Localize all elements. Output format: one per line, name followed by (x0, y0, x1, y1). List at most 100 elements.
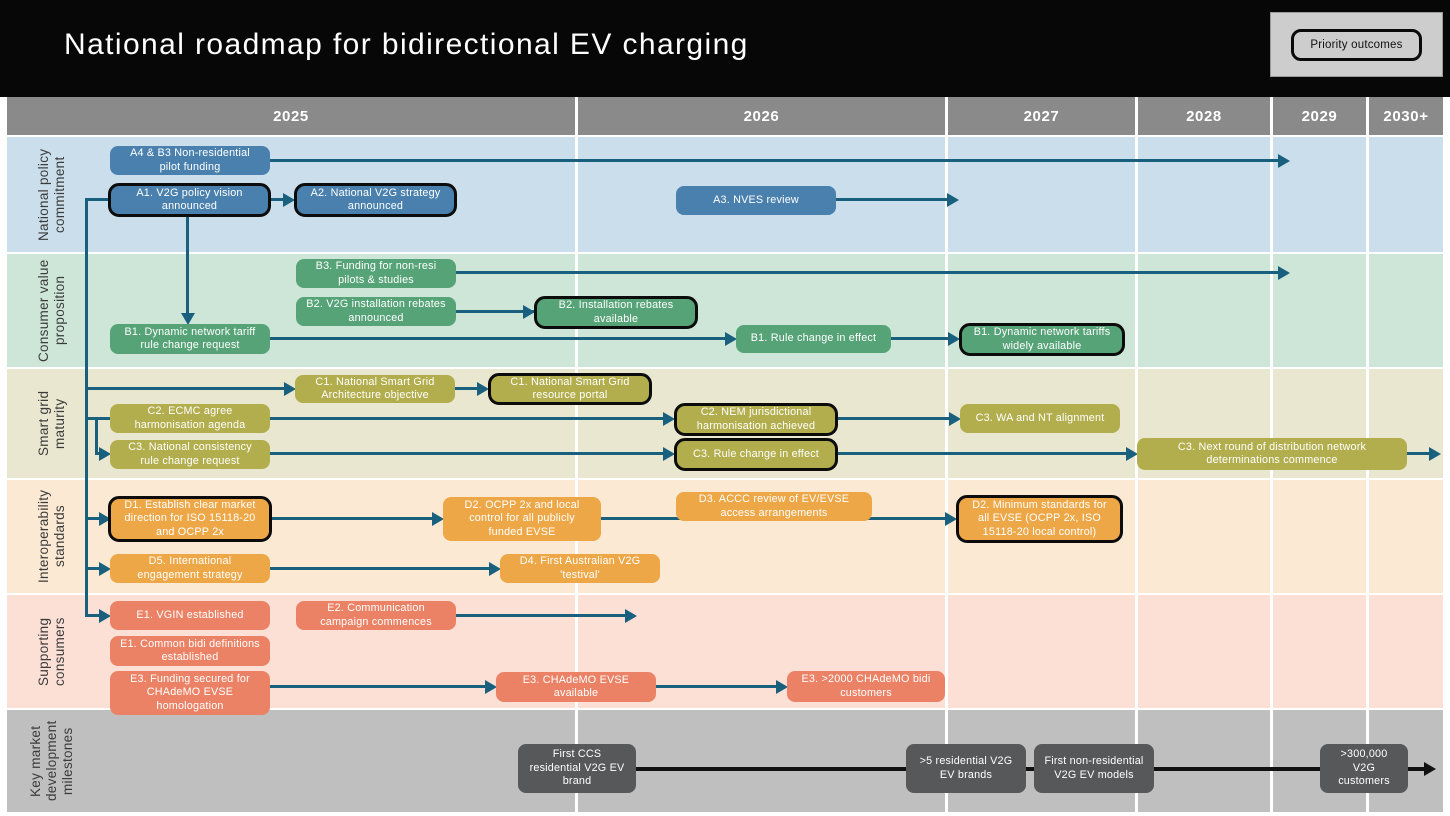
box-c2n-priority: C2. NEM jurisdictional harmonisation ach… (674, 403, 838, 436)
box-m3: First non-residential V2G EV models (1034, 744, 1154, 793)
box-a3: A3. NVES review (676, 186, 836, 215)
box-c3e-priority: C3. Rule change in effect (674, 438, 838, 471)
box-d2m-priority: D2. Minimum standards for all EVSE (OCPP… (956, 495, 1123, 543)
row-label-text: National policy commitment (36, 148, 67, 241)
year-header-2029: 2029 (1273, 97, 1366, 135)
connector-line (270, 567, 489, 570)
arrowhead-icon (432, 511, 444, 526)
box-b2a-priority: B2. Installation rebates available (534, 296, 698, 329)
row-band-market (7, 710, 1443, 812)
arrowhead-icon (99, 608, 111, 623)
box-d1-priority: D1. Establish clear market direction for… (108, 496, 272, 542)
connector-line (1407, 452, 1429, 455)
box-c2: C2. ECMC agree harmonisation agenda (110, 404, 270, 433)
arrowhead-icon (180, 313, 195, 325)
connector-line (656, 685, 776, 688)
connector-line (272, 517, 432, 520)
connector-line (456, 614, 625, 617)
connector-line (85, 567, 99, 570)
column-separator (1366, 137, 1369, 812)
arrowhead-icon (1278, 153, 1290, 168)
arrowhead-icon (1278, 265, 1290, 280)
box-d2: D2. OCPP 2x and local control for all pu… (443, 497, 601, 541)
row-label-text: Key market development milestones (28, 720, 75, 802)
connector-line (456, 271, 1278, 274)
box-e1: E1. VGIN established (110, 601, 270, 630)
row-label-consumer: Consumer value proposition (10, 254, 94, 367)
arrowhead-icon (284, 381, 296, 396)
box-e3c: E3. >2000 CHAdeMO bidi customers (787, 671, 945, 702)
box-d3: D3. ACCC review of EV/EVSE access arrang… (676, 492, 872, 521)
connector-line (271, 198, 283, 201)
row-label-market: Key market development milestones (10, 710, 94, 812)
arrowhead-icon (947, 192, 959, 207)
year-header-2028: 2028 (1138, 97, 1270, 135)
box-b1w-priority: B1. Dynamic network tariffs widely avail… (959, 323, 1125, 356)
page-title: National roadmap for bidirectional EV ch… (64, 28, 749, 61)
row-label-policy: National policy commitment (10, 137, 94, 252)
row-label-text: Supporting consumers (36, 617, 67, 686)
arrowhead-icon (945, 511, 957, 526)
arrowhead-icon (99, 446, 111, 461)
arrowhead-icon (949, 411, 961, 426)
column-separator (1270, 137, 1273, 812)
box-d5: D5. International engagement strategy (110, 554, 270, 583)
column-separator (945, 137, 948, 812)
box-d4: D4. First Australian V2G 'testival' (500, 554, 660, 583)
box-e3a: E3. CHAdeMO EVSE available (496, 672, 656, 702)
column-separator (1135, 137, 1138, 812)
year-header-2025: 2025 (7, 97, 575, 135)
connector-line (270, 337, 725, 340)
arrowhead-icon (663, 411, 675, 426)
connector-line (95, 417, 98, 455)
connector-line (270, 417, 663, 420)
year-header-2030plus: 2030+ (1369, 97, 1443, 135)
connector-line (270, 159, 1278, 162)
column-separator (575, 137, 578, 812)
connector-line (455, 387, 477, 390)
year-header-2027: 2027 (948, 97, 1135, 135)
box-c3wa: C3. WA and NT alignment (960, 404, 1120, 433)
box-m1: First CCS residential V2G EV brand (518, 744, 636, 793)
arrowhead-icon (1424, 762, 1436, 776)
connector-line (85, 517, 99, 520)
connector-line (836, 198, 947, 201)
box-b1e: B1. Rule change in effect (736, 325, 891, 353)
box-e1c: E1. Common bidi definitions established (110, 636, 270, 666)
connector-line (95, 452, 99, 455)
row-label-grid: Smart grid maturity (10, 369, 94, 478)
connector-line (456, 310, 534, 313)
arrowhead-icon (523, 304, 535, 319)
connector-line (838, 417, 949, 420)
arrowhead-icon (948, 331, 960, 346)
box-e3: E3. Funding secured for CHAdeMO EVSE hom… (110, 671, 270, 715)
row-label-text: Consumer value proposition (36, 259, 67, 362)
arrowhead-icon (283, 192, 295, 207)
box-m2: >5 residential V2G EV brands (906, 744, 1026, 793)
row-label-text: Interoperability standards (36, 489, 67, 584)
connector-line (85, 198, 88, 617)
arrowhead-icon (1429, 446, 1441, 461)
box-c1p-priority: C1. National Smart Grid resource portal (488, 373, 652, 405)
box-m4: >300,000 V2G customers (1320, 744, 1408, 793)
box-c3: C3. National consistency rule change req… (110, 440, 270, 469)
connector-line (636, 767, 1424, 771)
box-e2: E2. Communication campaign commences (296, 601, 456, 630)
connector-line (270, 452, 663, 455)
year-header-2026: 2026 (578, 97, 945, 135)
connector-line (85, 387, 284, 390)
arrowhead-icon (725, 331, 737, 346)
box-a2-priority: A2. National V2G strategy announced (294, 183, 457, 217)
box-a4b3: A4 & B3 Non-residential pilot funding (110, 146, 270, 175)
arrowhead-icon (625, 608, 637, 623)
connector-line (186, 217, 189, 313)
box-b2: B2. V2G installation rebates announced (296, 297, 456, 326)
connector-line (270, 685, 485, 688)
connector-line (891, 337, 948, 340)
arrowhead-icon (489, 561, 501, 576)
arrowhead-icon (1126, 446, 1138, 461)
row-label-support: Supporting consumers (10, 595, 94, 708)
arrowhead-icon (485, 679, 497, 694)
connector-line (838, 452, 1126, 455)
